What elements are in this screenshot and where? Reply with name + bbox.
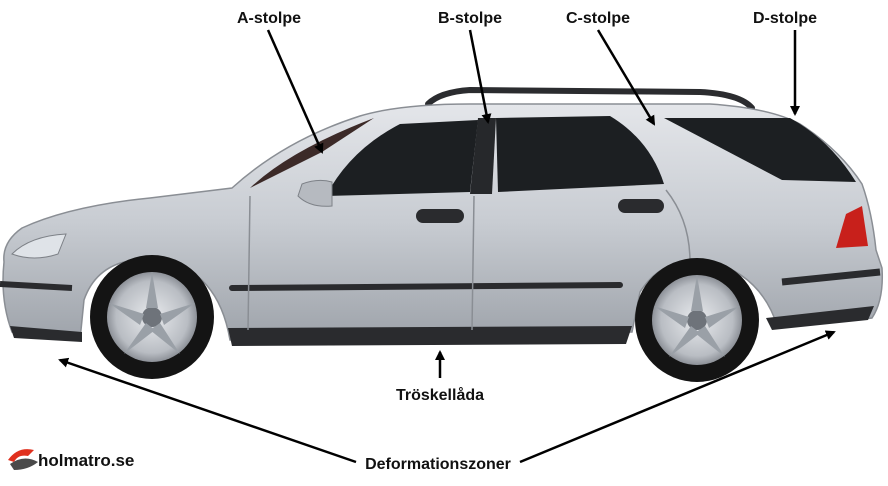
rear-door-handle xyxy=(618,199,664,213)
annotation-arrows xyxy=(58,29,836,464)
rear-side-window xyxy=(664,118,856,182)
taillight xyxy=(836,206,868,248)
b-pillar-shape xyxy=(470,118,496,194)
holmatro-swoosh-icon xyxy=(8,449,34,462)
label-sill: Tröskellåda xyxy=(396,386,484,404)
rear-bumper-trim xyxy=(781,268,881,286)
label-d-pillar: D-stolpe xyxy=(753,10,817,27)
door-seam-rear xyxy=(665,189,691,263)
arrow-b-pillar xyxy=(468,29,492,124)
arrow-c-pillar xyxy=(596,29,656,126)
logo: holmatro.se xyxy=(8,449,134,470)
windshield xyxy=(250,118,374,188)
front-wheel xyxy=(90,255,214,379)
roof-rail xyxy=(425,86,755,111)
arrow-front-zone xyxy=(58,357,357,464)
headlight xyxy=(11,233,67,259)
sill-panel xyxy=(228,326,632,346)
label-c-pillar: C-stolpe xyxy=(566,10,630,27)
side-mirror xyxy=(297,179,333,207)
front-bumper-lower xyxy=(10,326,82,342)
door-seam-middle xyxy=(471,195,475,331)
rear-door-window xyxy=(496,116,664,192)
front-bumper-trim xyxy=(0,281,73,291)
logo-text: holmatro.se xyxy=(38,451,134,470)
label-b-pillar: B-stolpe xyxy=(438,10,502,27)
body-trim xyxy=(229,282,623,291)
label-a-pillar: A-stolpe xyxy=(237,10,301,27)
arrow-rear-zone xyxy=(519,330,836,464)
door-seam-front xyxy=(247,195,251,331)
car-illustration xyxy=(0,86,884,382)
rear-bumper-lower xyxy=(766,306,874,330)
logo-swoosh-dark xyxy=(10,458,38,470)
label-crumple-zones: Deformationszoner xyxy=(365,456,511,473)
arrow-a-pillar xyxy=(266,29,324,154)
front-door-handle xyxy=(416,209,464,223)
front-door-window xyxy=(326,120,478,196)
rear-wheel xyxy=(635,258,759,382)
